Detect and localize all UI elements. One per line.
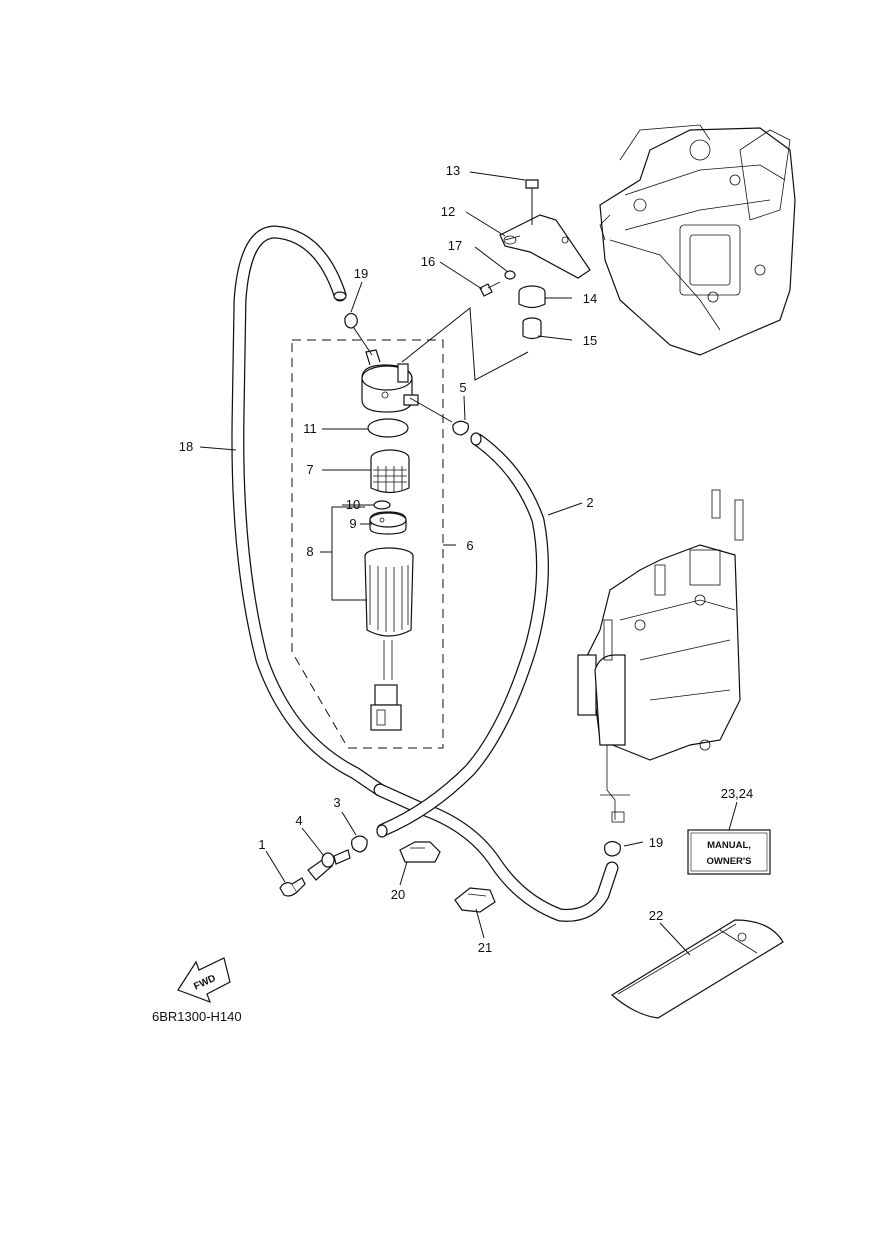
callout-10: 10 [346, 497, 360, 512]
callout-18: 18 [179, 439, 193, 454]
bolt-13 [525, 179, 539, 225]
engine-block-drawing [599, 124, 796, 356]
retaining-ring [373, 500, 391, 510]
document-pouch-22 [610, 919, 784, 1019]
callout-23-24: 23,24 [721, 786, 754, 801]
callout-20: 20 [391, 887, 405, 902]
filter-head [361, 349, 419, 413]
holder-21 [454, 887, 496, 913]
callout-5: 5 [459, 380, 466, 395]
callout-11: 11 [303, 421, 317, 436]
manual-tag-line2: OWNER'S [706, 856, 751, 867]
callout-1: 1 [258, 837, 265, 852]
callout-17: 17 [448, 238, 462, 253]
callout-8: 8 [306, 544, 313, 559]
callout-15: 15 [583, 333, 597, 348]
callout-21: 21 [478, 940, 492, 955]
callout-19-lower: 19 [649, 835, 663, 850]
holder-20 [399, 841, 441, 863]
callout-labels: 13 12 17 16 14 15 19 5 11 7 10 9 8 6 18 … [179, 163, 754, 955]
leader-lines [199, 171, 738, 956]
callout-6: 6 [466, 538, 473, 553]
manual-tag-line1: MANUAL, [707, 840, 751, 851]
bracket-12 [499, 214, 591, 279]
filter-element [370, 449, 410, 494]
callout-4: 4 [295, 813, 302, 828]
vapor-separator-drawing [577, 489, 744, 823]
fuel-filter-assembly-outline [291, 339, 444, 749]
callout-12: 12 [441, 204, 455, 219]
callout-13: 13 [446, 163, 460, 178]
screw-1 [279, 877, 306, 897]
fuel-hose-2 [376, 432, 549, 838]
callout-19-upper: 19 [354, 266, 368, 281]
callout-22: 22 [649, 908, 663, 923]
washer-17 [504, 270, 516, 280]
callout-9: 9 [349, 516, 356, 531]
filter-cap [369, 511, 407, 535]
forward-direction-arrow: FWD [177, 957, 231, 1004]
clip-3 [351, 835, 368, 853]
callout-2: 2 [586, 495, 593, 510]
collar-15 [522, 317, 542, 340]
callout-14: 14 [583, 291, 597, 306]
filter-connections [344, 307, 529, 436]
callout-16: 16 [421, 254, 435, 269]
o-ring [367, 418, 409, 438]
grommet-14 [518, 285, 546, 309]
clip-19-lower [604, 840, 621, 857]
fuel-hose-18 [231, 225, 619, 922]
joint-4 [307, 849, 351, 881]
diagram-reference-code: 6BR1300-H140 [152, 1009, 242, 1024]
callout-7: 7 [306, 462, 313, 477]
owners-manual-tag: MANUAL, OWNER'S [687, 829, 771, 875]
callout-3: 3 [333, 795, 340, 810]
bolt-16 [479, 281, 501, 297]
filter-cup [364, 547, 414, 731]
